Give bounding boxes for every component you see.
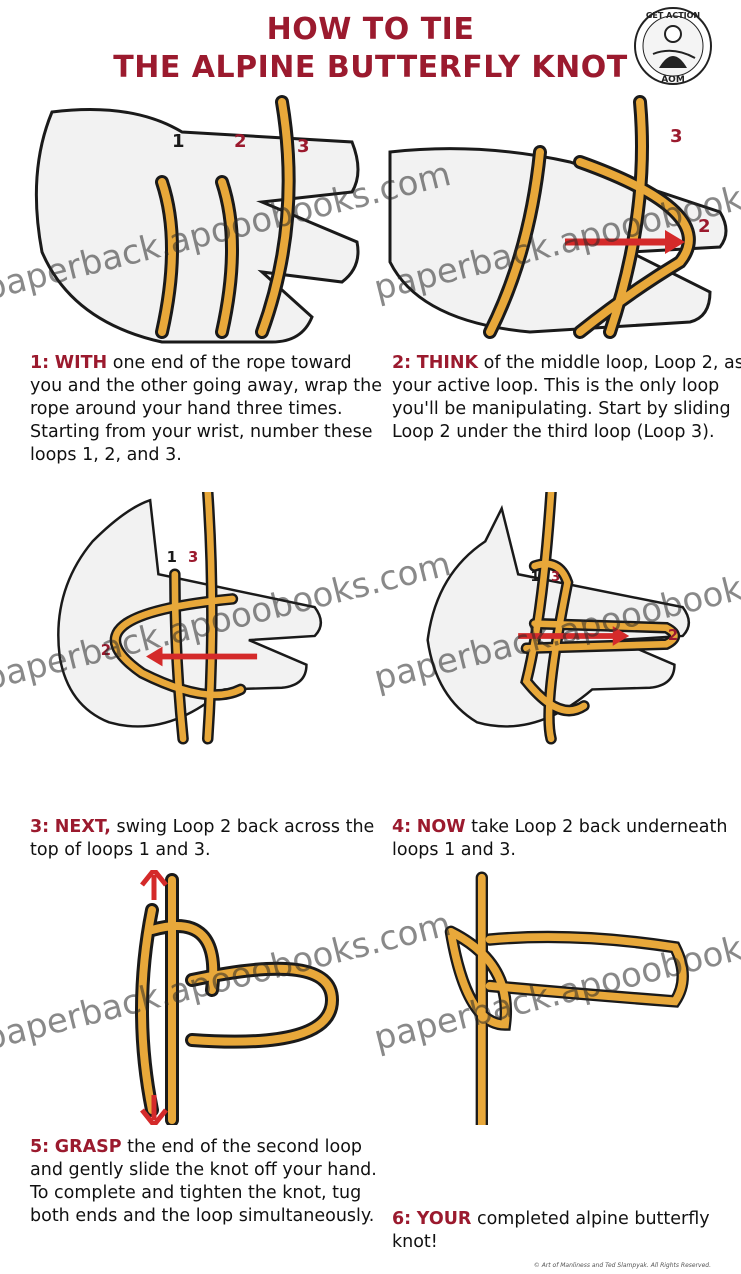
loop-label-1: 1 <box>167 549 177 566</box>
step-number: 3: <box>30 817 49 837</box>
step-1-illustration: 1 2 3 <box>12 92 364 347</box>
logo-top-text: GET ACTION <box>646 11 700 20</box>
step-number: 2: <box>392 353 411 373</box>
loop-label-3: 3 <box>551 570 560 585</box>
step-lead: NEXT, <box>55 817 111 837</box>
step-3-caption: 3: NEXT, swing Loop 2 back across the to… <box>30 816 382 862</box>
step-3-illustration: 1 3 2 <box>12 492 364 747</box>
page-title-line-2: THE ALPINE BUTTERFLY KNOT <box>0 50 741 85</box>
loop-label-2: 2 <box>698 216 711 237</box>
step-lead: THINK <box>417 353 478 373</box>
loop-label-2: 2 <box>234 131 247 152</box>
step-5-caption: 5: GRASP the end of the second loop and … <box>30 1136 382 1228</box>
step-6-caption: 6: YOUR completed alpine butterfly knot! <box>392 1208 732 1254</box>
page-title-line-1: HOW TO TIE <box>0 12 741 47</box>
step-1-caption: 1: WITH one end of the rope toward you a… <box>30 352 382 467</box>
step-5-illustration <box>12 870 364 1125</box>
step-number: 4: <box>392 817 411 837</box>
step-4-illustration: 1 3 2 <box>380 492 732 747</box>
step-number: 5: <box>30 1137 49 1157</box>
step-lead: GRASP <box>55 1137 122 1157</box>
step-4-caption: 4: NOW take Loop 2 back underneath loops… <box>392 816 741 862</box>
loop-label-3: 3 <box>188 549 198 566</box>
copyright: © Art of Manliness and Ted Slampyak. All… <box>534 1262 711 1269</box>
loop-label-2: 2 <box>101 642 111 659</box>
loop-label-2: 2 <box>668 627 678 644</box>
step-number: 6: <box>392 1209 411 1229</box>
man-with-rope-icon: GET ACTION AOM <box>633 6 713 86</box>
step-lead: YOUR <box>417 1209 472 1229</box>
step-6-illustration <box>380 870 732 1125</box>
step-2-illustration: 3 2 <box>380 92 732 347</box>
loop-label-3: 3 <box>297 136 310 157</box>
logo-bottom-text: AOM <box>661 75 685 85</box>
loop-label-1: 1 <box>172 131 185 152</box>
step-lead: NOW <box>417 817 466 837</box>
loop-label-1: 1 <box>531 570 540 585</box>
step-number: 1: <box>30 353 49 373</box>
header: HOW TO TIE THE ALPINE BUTTERFLY KNOT GET… <box>0 0 741 90</box>
step-2-caption: 2: THINK of the middle loop, Loop 2, as … <box>392 352 741 444</box>
step-lead: WITH <box>55 353 107 373</box>
loop-label-3: 3 <box>670 126 683 147</box>
